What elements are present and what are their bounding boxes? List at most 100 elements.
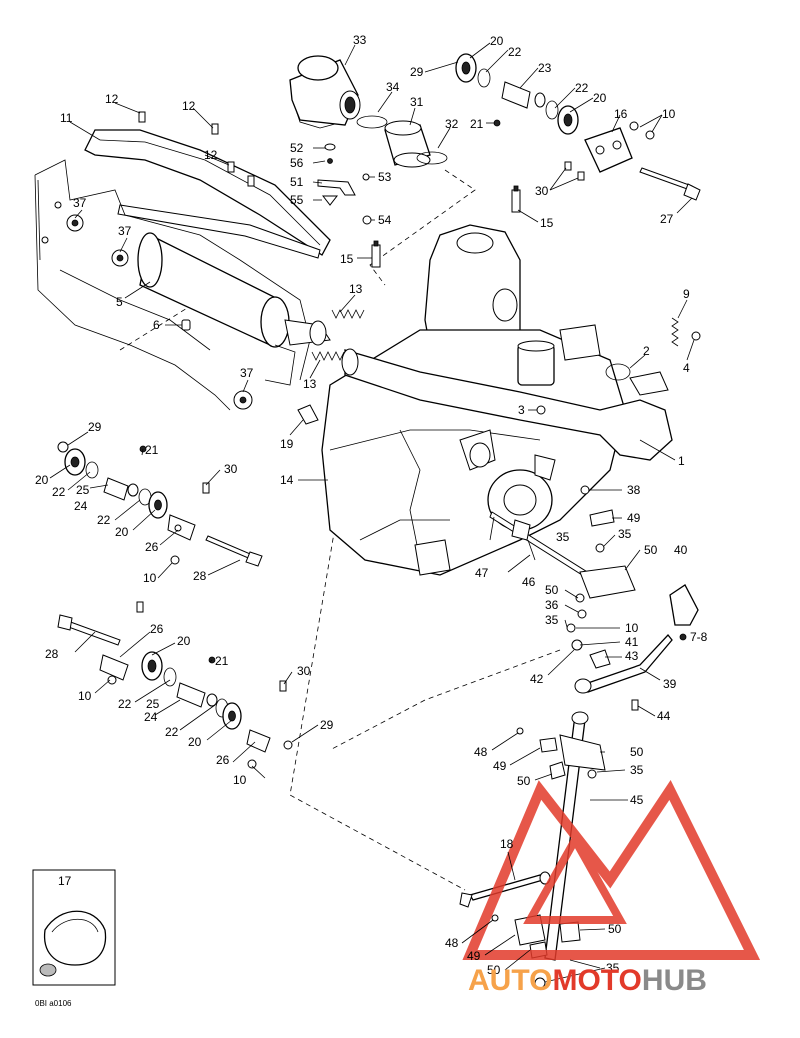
callout-46: 46 xyxy=(522,575,536,589)
callout-20e: 20 xyxy=(177,634,191,648)
callout-50b: 50 xyxy=(545,583,559,597)
callout-40: 40 xyxy=(674,543,688,557)
watermark-moto: MOTO xyxy=(552,964,641,997)
callout-49b: 49 xyxy=(493,759,507,773)
callout-42: 42 xyxy=(530,672,544,686)
callout-10b: 10 xyxy=(143,571,157,585)
leader-lines xyxy=(49,42,695,983)
callout-22b: 22 xyxy=(575,81,589,95)
frame-outline xyxy=(34,159,311,411)
callout-13b: 13 xyxy=(303,377,317,391)
callout-21a: 21 xyxy=(470,117,484,131)
bolt-3 xyxy=(536,405,546,415)
callout-50f: 50 xyxy=(608,922,622,936)
callout-51: 51 xyxy=(290,175,304,189)
rubber-mount-37 xyxy=(66,214,253,410)
callout-49c: 49 xyxy=(467,949,481,963)
callout-30b: 30 xyxy=(224,462,238,476)
bolts-12 xyxy=(138,111,255,187)
inset-label-17: 17 xyxy=(58,874,72,888)
callout-32: 32 xyxy=(445,117,459,131)
shift-linkage xyxy=(459,485,699,989)
callout-27: 27 xyxy=(660,212,674,226)
drawing-code: 0BI a0106 xyxy=(35,999,72,1008)
callout-35b: 35 xyxy=(618,527,632,541)
callout-26b: 26 xyxy=(150,622,164,636)
callout-41: 41 xyxy=(625,635,639,649)
watermark-hub: HUB xyxy=(642,964,707,997)
callout-12a: 12 xyxy=(105,92,119,106)
callout-26c: 26 xyxy=(216,753,230,767)
callout-54: 54 xyxy=(378,213,392,227)
callout-12b: 12 xyxy=(182,99,196,113)
callout-50d: 50 xyxy=(630,745,644,759)
callout-50e: 50 xyxy=(487,963,501,977)
callout-20b: 20 xyxy=(593,91,607,105)
callout-48b: 48 xyxy=(445,936,459,950)
callout-39: 39 xyxy=(663,677,677,691)
callout-9: 9 xyxy=(683,287,690,301)
callout-49a: 49 xyxy=(627,511,641,525)
callout-29c: 29 xyxy=(320,718,334,732)
callout-35a: 35 xyxy=(556,530,570,544)
callout-29b: 29 xyxy=(88,420,102,434)
callout-1: 1 xyxy=(678,454,685,468)
callout-19: 19 xyxy=(280,437,294,451)
callout-3: 3 xyxy=(518,403,525,417)
callout-11: 11 xyxy=(60,111,73,125)
callout-33: 33 xyxy=(353,33,367,47)
watermark-text: AUTOMOTOHUB xyxy=(468,964,707,997)
callout-29a: 29 xyxy=(410,65,424,79)
callout-15a: 15 xyxy=(540,216,554,230)
springs-13 xyxy=(311,309,365,361)
callout-37b: 37 xyxy=(118,224,132,238)
callout-35d: 35 xyxy=(630,763,644,777)
callout-22c: 22 xyxy=(52,485,66,499)
callout-numbers: 33 34 31 32 52 56 51 55 53 54 20 22 29 2… xyxy=(35,33,708,977)
callout-50a: 50 xyxy=(644,543,658,557)
small-parts-51-56 xyxy=(317,143,372,225)
heat-shield-11 xyxy=(84,129,331,259)
muffler-5 xyxy=(137,232,331,386)
callout-22e: 22 xyxy=(118,697,132,711)
callout-38: 38 xyxy=(627,483,641,497)
callout-16: 16 xyxy=(614,107,628,121)
gasket-2 xyxy=(605,363,631,381)
callout-48a: 48 xyxy=(474,745,488,759)
watermark-logo xyxy=(462,780,761,960)
bolts-30-top xyxy=(564,161,585,181)
callout-24b: 24 xyxy=(144,710,158,724)
intake-boot-31 xyxy=(384,120,431,168)
callout-20d: 20 xyxy=(115,525,129,539)
callout-4: 4 xyxy=(683,361,690,375)
callout-22a: 22 xyxy=(508,45,522,59)
callout-15b: 15 xyxy=(340,252,354,266)
callout-25a: 25 xyxy=(76,483,90,497)
callout-53: 53 xyxy=(378,170,392,184)
callout-56: 56 xyxy=(290,156,304,170)
callout-31: 31 xyxy=(410,95,424,109)
callout-44: 44 xyxy=(657,709,671,723)
callout-10d: 10 xyxy=(78,689,92,703)
engine-mount-top xyxy=(455,53,579,135)
callout-30c: 30 xyxy=(297,664,311,678)
callout-21c: 21 xyxy=(215,654,229,668)
dashed-reference-lines xyxy=(119,169,561,891)
clamps-34-32 xyxy=(356,115,448,165)
callout-52: 52 xyxy=(290,141,304,155)
callout-14: 14 xyxy=(280,473,294,487)
nuts-10-top xyxy=(629,121,655,140)
callout-43: 43 xyxy=(625,649,639,663)
callout-50c: 50 xyxy=(517,774,531,788)
callout-28b: 28 xyxy=(45,647,59,661)
callout-20c: 20 xyxy=(35,473,49,487)
callout-22f: 22 xyxy=(165,725,179,739)
callout-24a: 24 xyxy=(74,499,88,513)
callout-35e: 35 xyxy=(606,961,620,975)
callout-2: 2 xyxy=(643,344,650,358)
callout-21b: 21 xyxy=(145,443,159,457)
callout-13a: 13 xyxy=(349,282,363,296)
spark-plug-15 xyxy=(371,185,521,268)
